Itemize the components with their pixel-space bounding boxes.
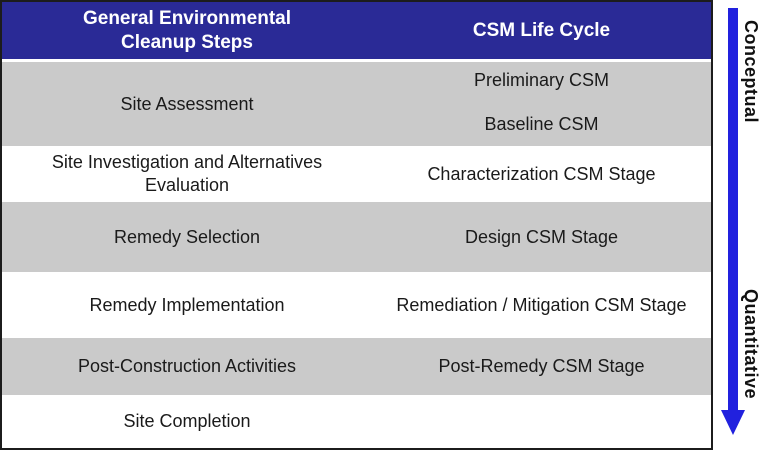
table-row-remedy-implementation: Remedy Implementation Remediation / Miti… [2,272,711,338]
table-row-site-investigation: Site Investigation and Alternatives Eval… [2,146,711,202]
header-cell-csm-life-cycle: CSM Life Cycle [472,19,611,41]
header-cell-cleanup-steps: General Environmental Cleanup Steps [82,7,291,53]
cell-design-csm-stage: Design CSM Stage [464,226,619,247]
cell-remedy-selection: Remedy Selection [113,226,261,247]
table-row-site-assessment: Site Assessment Preliminary CSM Baseline… [2,62,711,146]
cell-site-assessment: Site Assessment [120,93,254,114]
quantitative-label: Quantitative [741,289,761,400]
cell-site-investigation: Site Investigation and Alternatives Eval… [51,152,323,195]
cell-site-completion: Site Completion [123,411,251,431]
conceptual-to-quantitative-arrow-shaft [728,8,738,412]
cell-remediation-mitigation-csm-stage: Remediation / Mitigation CSM Stage [396,294,687,315]
csm-lifecycle-table: General Environmental Cleanup Steps CSM … [0,0,713,450]
header-separator [2,59,711,62]
cell-remedy-implementation: Remedy Implementation [89,294,285,315]
cell-empty [372,395,711,448]
table-row-post-construction: Post-Construction Activities Post-Remedy… [2,338,711,395]
conceptual-label: Conceptual [741,20,761,124]
table-row-site-completion: Site Completion [2,395,711,448]
cell-post-remedy-csm-stage: Post-Remedy CSM Stage [438,356,645,376]
cell-characterization-csm-stage: Characterization CSM Stage [427,163,656,184]
cell-early-csm-stages: Preliminary CSM Baseline CSM [372,62,711,146]
cell-post-construction-activities: Post-Construction Activities [77,356,297,376]
down-arrowhead-icon [721,410,745,435]
table-header-row: General Environmental Cleanup Steps CSM … [2,2,711,59]
cell-baseline-csm: Baseline CSM [484,114,599,134]
table-row-remedy-selection: Remedy Selection Design CSM Stage [2,202,711,272]
cell-preliminary-csm: Preliminary CSM [473,70,610,90]
